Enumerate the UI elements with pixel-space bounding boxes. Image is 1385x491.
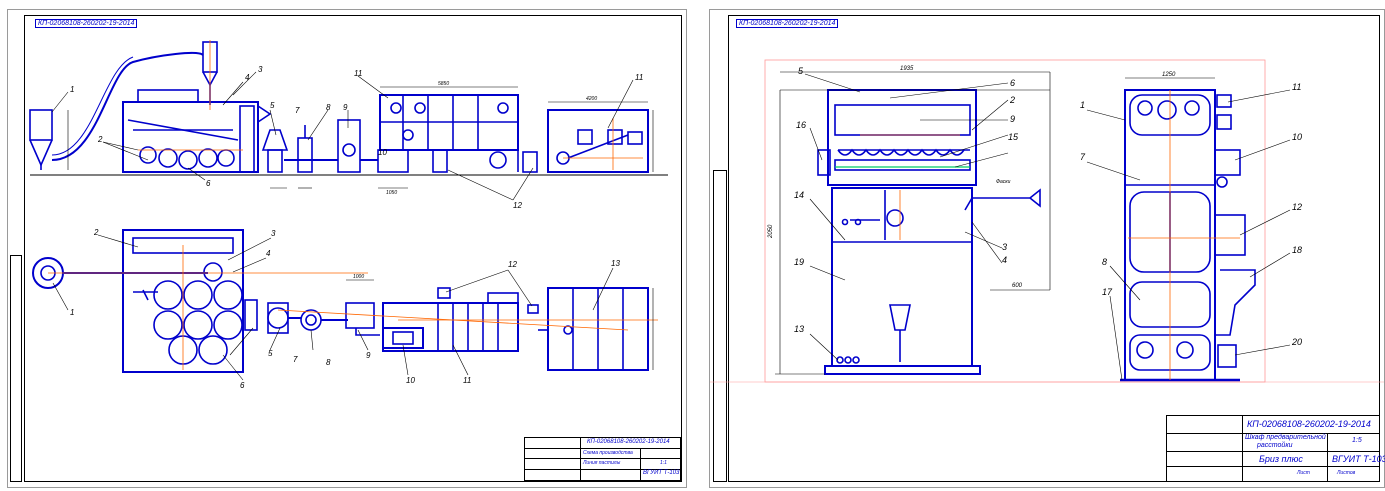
- drawing-title-line1-right: Шкаф предварительной: [1245, 434, 1326, 441]
- dim-4200: 4200: [586, 96, 597, 102]
- callout-top-7: 7: [295, 106, 300, 115]
- tb-row: [525, 458, 680, 459]
- tb-row: [1167, 466, 1379, 467]
- callout-top-3: 3: [258, 65, 263, 74]
- drawing-frame-left: [24, 15, 682, 482]
- callout-side-12: 12: [1292, 202, 1302, 212]
- school-left: ВГУИТ Т-103: [643, 470, 680, 476]
- drawing-title-line2-right: расстойки: [1257, 442, 1293, 449]
- callout-front-3: 3: [1002, 242, 1007, 252]
- callout-top-8: 8: [326, 103, 331, 112]
- callout-side-10: 10: [1292, 132, 1302, 142]
- tb-row: [1167, 433, 1379, 434]
- callout-top-2: 2: [97, 135, 103, 144]
- callout-side-17: 17: [1102, 287, 1113, 297]
- callout-bottom-2: 2: [93, 228, 99, 237]
- school-right: ВГУИТ Т-103: [1332, 454, 1385, 464]
- callout-front-9: 9: [1010, 114, 1015, 124]
- drawing-sheet-right: КП-02068108-260202-19-2014: [709, 9, 1385, 488]
- note-label: Фаски: [996, 179, 1011, 185]
- dim-600: 600: [1012, 283, 1023, 289]
- callout-bottom-13: 13: [611, 259, 620, 268]
- drawing-frame-right: [728, 15, 1380, 482]
- drawing-sheet-left: КП-02068108-260202-19-2014: [7, 9, 687, 488]
- tb-row: [525, 469, 680, 470]
- drawing-code-tag-left: КП-02068108-260202-19-2014: [35, 19, 138, 28]
- callout-bottom-11: 11: [463, 376, 471, 385]
- tb-row: [525, 448, 680, 449]
- callout-bottom-10: 10: [406, 376, 415, 385]
- callout-front-5: 5: [798, 66, 804, 76]
- drawing-code-tag-right: КП-02068108-260202-19-2014: [736, 19, 839, 28]
- callout-front-6: 6: [1010, 78, 1015, 88]
- callout-front-19: 19: [794, 257, 804, 267]
- title-block-left: КП-02068108-260202-19-2014 Схема произво…: [524, 437, 681, 481]
- doc-code-left: КП-02068108-260202-19-2014: [587, 439, 670, 445]
- scale-left: 1:1: [660, 460, 667, 466]
- callout-bottom-12: 12: [508, 260, 517, 269]
- dim-2050: 2050: [768, 224, 774, 239]
- callout-front-15: 15: [1008, 132, 1019, 142]
- tb-row: [1167, 451, 1379, 452]
- callout-front-4: 4: [1002, 255, 1007, 265]
- dim-1000: 1000: [353, 274, 364, 280]
- callout-side-11: 11: [1292, 82, 1301, 92]
- callout-top-5: 5: [270, 101, 275, 110]
- callout-bottom-7: 7: [293, 355, 298, 364]
- callout-side-8: 8: [1102, 257, 1107, 267]
- callout-front-2: 2: [1009, 95, 1015, 105]
- dim-5850: 5850: [438, 81, 449, 87]
- callout-side-20: 20: [1291, 337, 1302, 347]
- callout-bottom-5: 5: [268, 349, 273, 358]
- callout-top-6: 6: [206, 179, 211, 188]
- callout-top-12: 12: [513, 201, 522, 210]
- callout-top-11: 11: [354, 69, 362, 78]
- dim-1250: 1250: [1162, 72, 1176, 78]
- flow-line-diagram: 1 2 3 4 5 6 7 8 9 10 11 11 12 1 2 3 4 5 …: [29, 40, 668, 390]
- mass-right: 1:5: [1352, 437, 1362, 444]
- callout-front-16: 16: [796, 120, 806, 130]
- dim-1050: 1050: [386, 190, 397, 196]
- side-strip-left: [10, 255, 22, 482]
- dim-1935: 1935: [900, 66, 914, 72]
- side-strip-right: [713, 170, 727, 482]
- cabinet-assembly-drawing: 5 6 2 9 15 16 14 19 13 3 4 1 7 11 10 12 …: [710, 59, 1384, 383]
- callout-bottom-1: 1: [70, 308, 74, 317]
- callout-side-1: 1: [1080, 100, 1085, 110]
- drawing-title-line1-left: Схема производства: [583, 450, 633, 456]
- doc-code-right: КП-02068108-260202-19-2014: [1247, 419, 1371, 429]
- callout-top-11b: 11: [635, 73, 643, 82]
- callout-side-18: 18: [1292, 245, 1302, 255]
- title-block-right: КП-02068108-260202-19-2014 Шкаф предвари…: [1166, 415, 1385, 482]
- callout-side-7: 7: [1080, 152, 1086, 162]
- callout-top-9: 9: [343, 103, 348, 112]
- callout-bottom-9: 9: [366, 351, 371, 360]
- callout-bottom-6: 6: [240, 381, 245, 390]
- callout-top-1: 1: [70, 85, 74, 94]
- callout-bottom-4: 4: [266, 249, 271, 258]
- callout-top-10: 10: [378, 148, 387, 157]
- sheet-label-right: Лист: [1297, 470, 1310, 476]
- callout-bottom-8: 8: [326, 358, 331, 367]
- callout-bottom-3: 3: [271, 229, 276, 238]
- callout-top-4: 4: [245, 73, 250, 82]
- drawing-title-line2-left: Линия пастилы: [583, 460, 621, 466]
- material-right: Бриз плюс: [1259, 454, 1303, 464]
- callout-front-13: 13: [794, 324, 804, 334]
- sheets-label-right: Листов: [1337, 470, 1356, 476]
- callout-front-14: 14: [794, 190, 804, 200]
